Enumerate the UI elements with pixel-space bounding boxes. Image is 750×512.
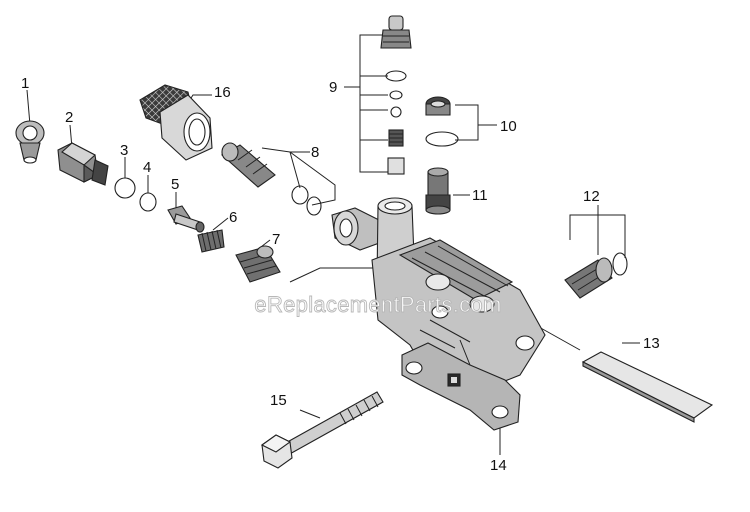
part-5-valve bbox=[167, 205, 205, 233]
watermark-text: eReplacementParts.com bbox=[254, 292, 501, 317]
callout-labels: 1 2 3 4 5 6 7 8 9 10 11 12 13 14 15 16 bbox=[21, 75, 660, 474]
callout-6: 6 bbox=[229, 209, 237, 226]
callout-12: 12 bbox=[583, 188, 600, 205]
callout-1: 1 bbox=[21, 75, 29, 92]
part-3-oring bbox=[114, 177, 136, 199]
part-2-fitting bbox=[57, 142, 109, 186]
part-8-plunger bbox=[221, 142, 322, 216]
callout-14: 14 bbox=[490, 457, 507, 474]
part-7-cage bbox=[235, 245, 281, 283]
callout-11: 11 bbox=[472, 187, 488, 204]
part-4-oring bbox=[139, 192, 157, 212]
callout-15: 15 bbox=[270, 392, 287, 409]
part-16-knurled-nut bbox=[139, 84, 213, 161]
part-1-elbow bbox=[15, 120, 45, 164]
part-10-valve-set bbox=[425, 96, 459, 147]
callout-10: 10 bbox=[500, 118, 517, 135]
leader-lines bbox=[26, 34, 640, 455]
callout-2: 2 bbox=[65, 109, 73, 126]
part-11-check-valve bbox=[425, 167, 451, 215]
part-15-bolt bbox=[260, 391, 384, 469]
part-9-valve-stack bbox=[380, 15, 412, 175]
part-13-strip bbox=[581, 351, 714, 423]
callout-5: 5 bbox=[171, 176, 179, 193]
callout-13: 13 bbox=[643, 335, 660, 352]
callout-8: 8 bbox=[311, 144, 319, 161]
callout-7: 7 bbox=[272, 231, 280, 248]
callout-3: 3 bbox=[120, 142, 128, 159]
part-6-spring bbox=[197, 229, 225, 253]
part-12-unloader bbox=[564, 252, 628, 299]
part-14-manifold bbox=[331, 197, 546, 431]
callout-4: 4 bbox=[143, 159, 151, 176]
callout-9: 9 bbox=[329, 79, 337, 96]
callout-16: 16 bbox=[214, 84, 231, 101]
